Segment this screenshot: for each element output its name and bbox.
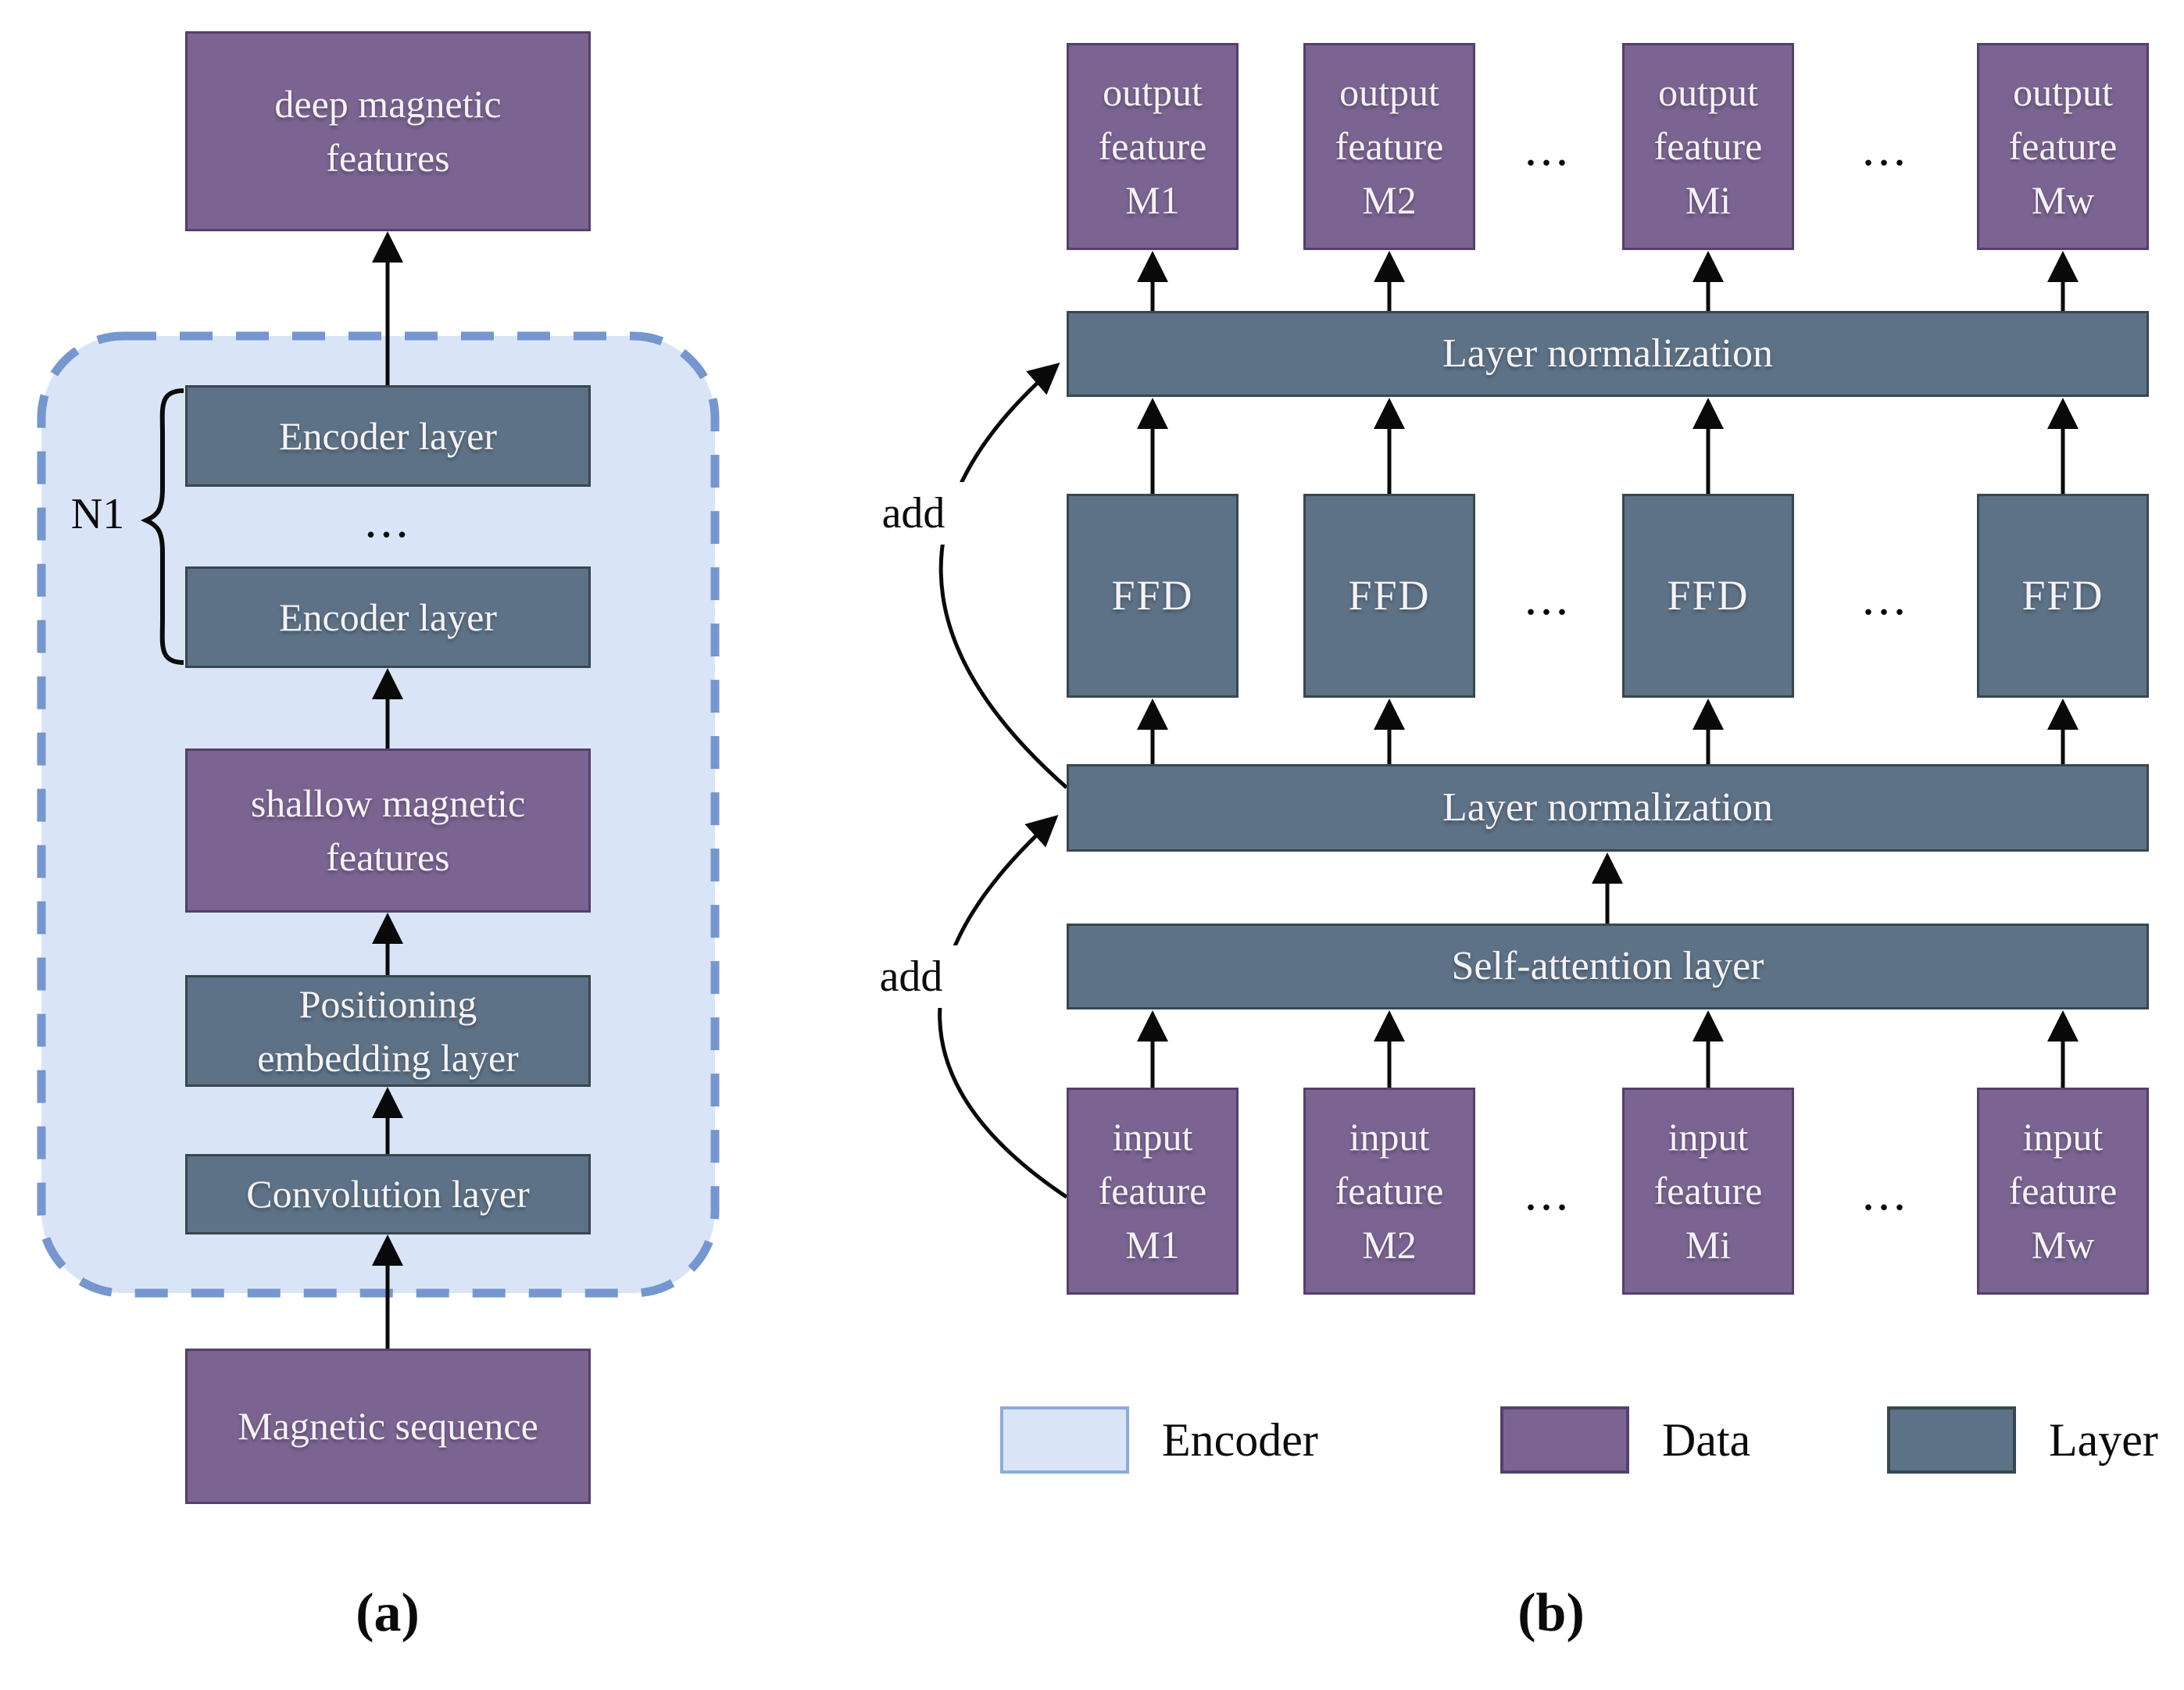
panel-b-caption: (b) — [1517, 1583, 1585, 1643]
n1-repeat-label: N1 — [70, 490, 125, 538]
output-feature-m1-box: output feature M1 — [1067, 43, 1239, 250]
layer-normalization-top-bar: Layer normalization — [1067, 311, 2149, 397]
ffd-row-ellipsis-1: ... — [1525, 570, 1571, 625]
output-feature-mi-box: output feature Mi — [1622, 43, 1794, 250]
ffd-box-4: FFD — [1977, 494, 2149, 698]
input-feature-m1-box: input feature M1 — [1067, 1088, 1239, 1295]
layer-normalization-mid-bar: Layer normalization — [1067, 764, 2149, 852]
output-row-ellipsis-2: ... — [1862, 120, 1909, 176]
convolution-layer-box: Convolution layer — [185, 1154, 591, 1234]
legend-encoder-label: Encoder — [1162, 1413, 1318, 1466]
positioning-embedding-layer-box: Positioning embedding layer — [185, 975, 591, 1087]
input-feature-mw-box: input feature Mw — [1977, 1088, 2149, 1295]
ffd-row-ellipsis-2: ... — [1862, 570, 1909, 625]
panel-a-caption: (a) — [356, 1583, 420, 1643]
self-attention-layer-bar: Self-attention layer — [1067, 924, 2149, 1009]
ffd-box-2: FFD — [1303, 494, 1475, 698]
output-feature-mw-box: output feature Mw — [1977, 43, 2149, 250]
input-feature-m2-box: input feature M2 — [1303, 1088, 1475, 1295]
add-label-bottom: add — [852, 945, 970, 1008]
n1-brace — [140, 388, 184, 665]
add-label-top: add — [854, 482, 973, 545]
output-row-ellipsis-1: ... — [1525, 120, 1571, 176]
residual-curve-bottom — [938, 814, 1068, 1199]
ffd-box-3: FFD — [1622, 494, 1794, 698]
deep-magnetic-features-box: deep magnetic features — [185, 31, 591, 231]
legend-encoder-swatch — [1000, 1406, 1129, 1474]
ffd-box-1: FFD — [1067, 494, 1239, 698]
output-feature-m2-box: output feature M2 — [1303, 43, 1475, 250]
legend-data-swatch — [1500, 1406, 1629, 1474]
magnetic-sequence-box: Magnetic sequence — [185, 1349, 591, 1504]
encoder-stack-ellipsis: ... — [364, 492, 412, 548]
shallow-magnetic-features-box: shallow magnetic features — [185, 749, 591, 913]
input-row-ellipsis-1: ... — [1525, 1165, 1571, 1220]
encoder-layer-2-box: Encoder layer — [185, 566, 591, 668]
legend-layer-swatch — [1887, 1406, 2016, 1474]
input-feature-mi-box: input feature Mi — [1622, 1088, 1794, 1295]
legend-data-label: Data — [1662, 1413, 1751, 1466]
encoder-layer-1-box: Encoder layer — [185, 385, 591, 487]
legend-layer-label: Layer — [2049, 1413, 2158, 1466]
residual-curve-top — [938, 363, 1068, 789]
input-row-ellipsis-2: ... — [1862, 1165, 1909, 1220]
